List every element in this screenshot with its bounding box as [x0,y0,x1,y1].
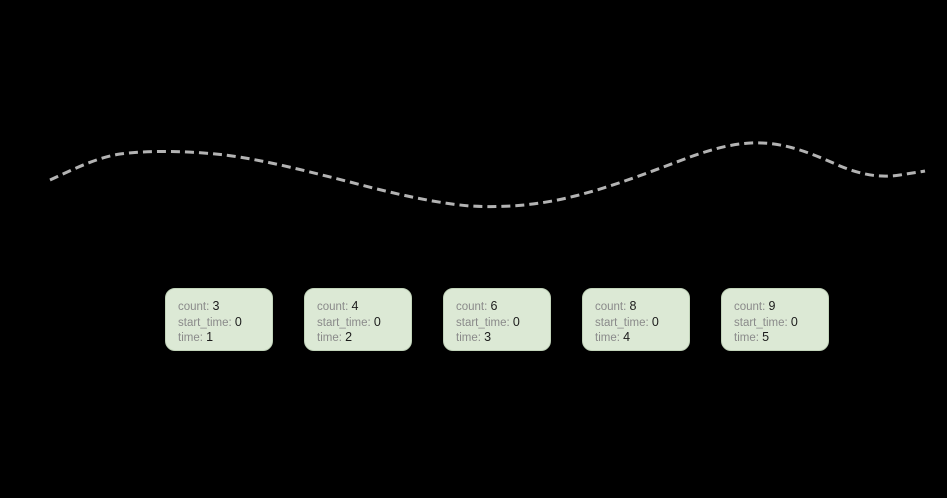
node-field-key: count: [456,301,488,313]
node-field: time: 4 [595,330,689,346]
node-field: start_time: 0 [734,315,828,331]
node-field: time: 2 [317,330,411,346]
node-field-key: time: [595,332,620,345]
node-field-value: 5 [762,330,770,345]
node-field-value: 0 [373,314,381,329]
node-field-value: 3 [484,330,492,345]
node-field: count: 4 [317,299,411,315]
node-field-key: count: [734,301,766,313]
node-field: count: 9 [734,299,828,315]
node-field-value: 0 [651,314,659,329]
node-field-value: 0 [790,314,798,329]
node-field-key: count: [317,301,349,313]
node-field-value: 8 [629,299,637,313]
node-field: time: 3 [456,330,550,346]
node-field-key: time: [456,332,481,345]
node-field: time: 5 [734,330,828,346]
node-field-key: count: [178,301,210,313]
node-field-value: 2 [345,330,353,345]
node-field-value: 9 [768,299,776,313]
node-field-value: 3 [212,299,220,313]
node-field-value: 6 [490,299,498,313]
node-field: start_time: 0 [456,315,550,331]
node-field-key: time: [317,332,342,345]
node-field-key: start_time: [595,316,649,329]
node-field-key: time: [734,332,759,345]
node-field-value: 1 [206,330,214,345]
node-field-key: start_time: [456,316,510,329]
node-field-key: start_time: [734,316,788,329]
node-field: count: 6 [456,299,550,315]
node-field-key: count: [595,301,627,313]
node-field-value: 4 [351,299,359,313]
node-field: count: 8 [595,299,689,315]
node-field-key: time: [178,332,203,345]
node-field-key: start_time: [317,316,371,329]
node-field: time: 1 [178,330,272,346]
node-field: start_time: 0 [317,315,411,331]
node-field-value: 4 [623,330,631,345]
curve-path [49,141,926,209]
node-field: count: 3 [178,299,272,315]
node-field-value: 0 [234,314,242,329]
node-field-key: start_time: [178,316,232,329]
node-field-value: 0 [512,314,520,329]
node-field: start_time: 0 [178,315,272,331]
node-field: start_time: 0 [595,315,689,331]
